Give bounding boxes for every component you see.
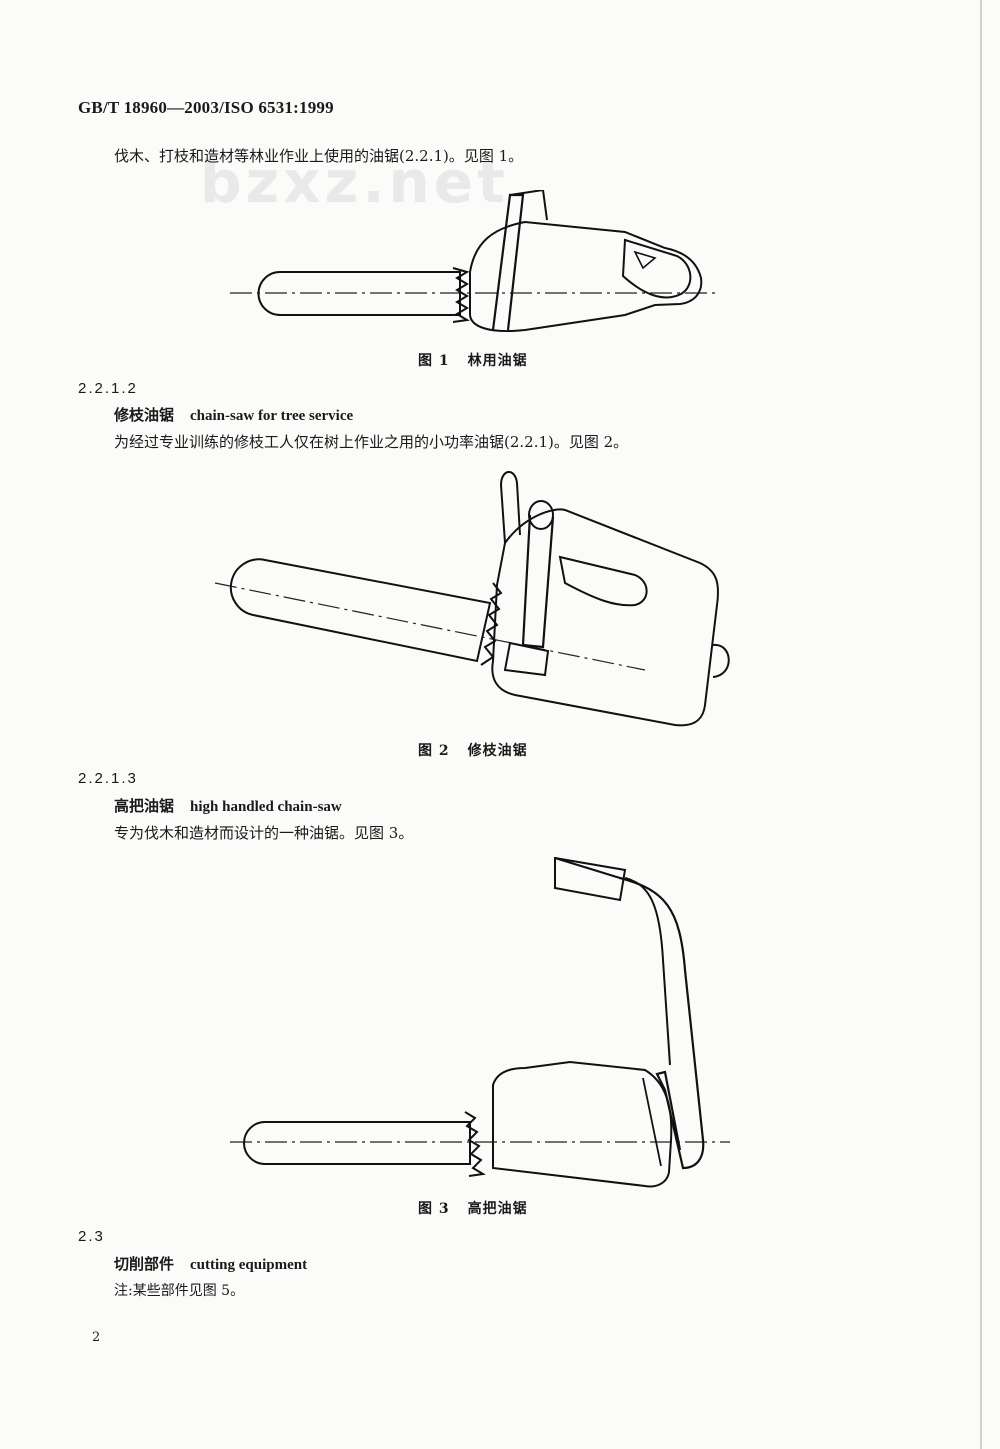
figure-1-forestry-chainsaw <box>230 190 720 332</box>
figure-2-caption: 图 2 修枝油锯 <box>418 740 528 760</box>
figure-1-number: 图 1 <box>418 353 450 369</box>
section-2-3-term: 切削部件 cutting equipment <box>114 1253 307 1274</box>
section-2-3-note: 注:某些部件见图 5。 <box>114 1283 245 1299</box>
document-header: GB/T 18960—2003/ISO 6531:1999 <box>78 98 334 117</box>
figure-2-title: 修枝油锯 <box>467 743 528 759</box>
term-en: cutting equipment <box>190 1257 308 1273</box>
figure-1-title: 林用油锯 <box>467 353 528 369</box>
figure-3-caption: 图 3 高把油锯 <box>418 1198 528 1218</box>
section-2-2-1-2-number: 2.2.1.2 <box>78 380 138 397</box>
term-en: high handled chain-saw <box>190 799 342 815</box>
watermark: bzxz.net <box>200 148 509 216</box>
section-2-2-1-3-term: 高把油锯 high handled chain-saw <box>114 795 342 816</box>
section-2-2-1-2-definition: 为经过专业训练的修枝工人仅在树上作业之用的小功率油锯(2.2.1)。见图 2。 <box>114 433 629 451</box>
section-2-2-1-3-number: 2.2.1.3 <box>78 770 138 787</box>
term-zh: 修枝油锯 <box>114 406 175 424</box>
scan-edge <box>980 0 982 1449</box>
figure-2-number: 图 2 <box>418 743 450 759</box>
figure-1-caption: 图 1 林用油锯 <box>418 350 528 370</box>
term-zh: 高把油锯 <box>114 797 175 815</box>
section-2-2-1-3-definition: 专为伐木和造材而设计的一种油锯。见图 3。 <box>114 824 414 842</box>
term-zh: 切削部件 <box>114 1255 175 1273</box>
section-2-2-1-2-term: 修枝油锯 chain-saw for tree service <box>114 404 353 425</box>
term-en: chain-saw for tree service <box>190 408 354 424</box>
intro-paragraph: 伐木、打枝和造材等林业作业上使用的油锯(2.2.1)。见图 1。 <box>114 147 524 165</box>
page-number: 2 <box>92 1330 101 1345</box>
figure-3-title: 高把油锯 <box>467 1201 528 1217</box>
figure-2-tree-service-chainsaw <box>214 471 730 727</box>
figure-3-high-handled-chainsaw <box>230 856 730 1188</box>
section-2-3-number: 2.3 <box>78 1228 105 1245</box>
figure-3-number: 图 3 <box>418 1201 450 1217</box>
